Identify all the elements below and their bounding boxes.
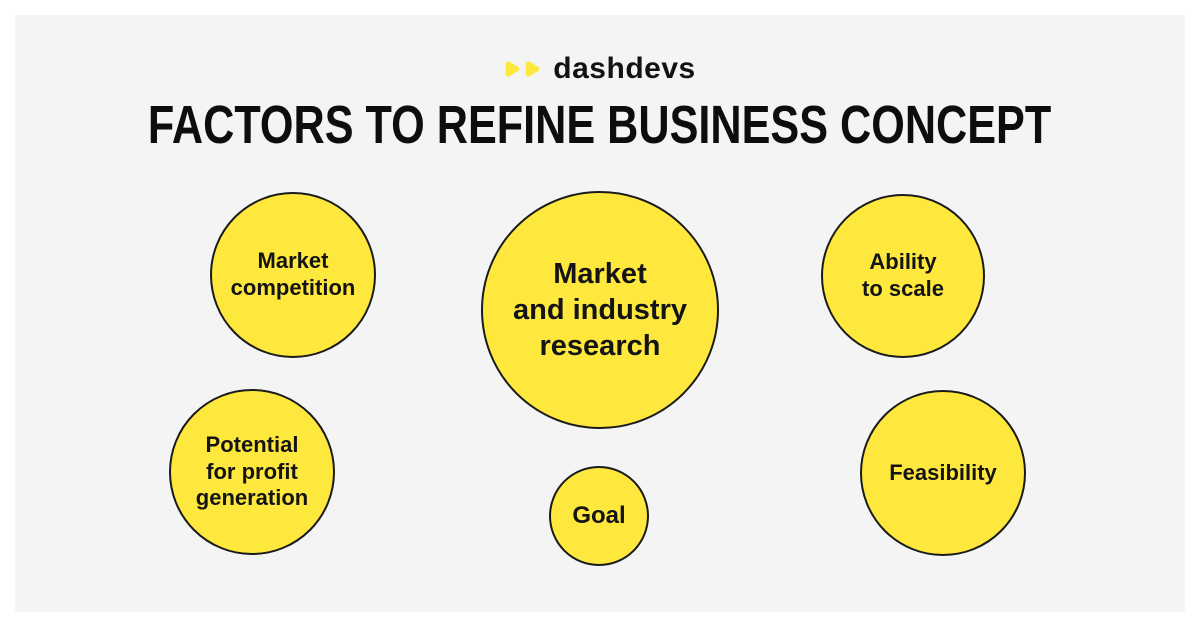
factor-circle-feasibility: Feasibility bbox=[860, 390, 1026, 556]
factor-circle-goal: Goal bbox=[549, 466, 649, 566]
factor-circle-market-competition: Market competition bbox=[210, 192, 376, 358]
play-triangle-icon bbox=[505, 61, 520, 77]
factor-circle-market-and-industry-research: Market and industry research bbox=[481, 191, 719, 429]
title-container: FACTORS TO REFINE BUSINESS CONCEPT bbox=[0, 95, 1200, 155]
brand-logo: dashdevs bbox=[0, 52, 1200, 86]
page-title: FACTORS TO REFINE BUSINESS CONCEPT bbox=[148, 95, 1052, 155]
play-triangle-icon bbox=[525, 61, 540, 77]
factor-circle-ability-to-scale: Ability to scale bbox=[821, 194, 985, 358]
brand-name: dashdevs bbox=[553, 52, 696, 85]
circle-label: Ability to scale bbox=[862, 249, 944, 301]
double-play-icon bbox=[504, 59, 541, 79]
circle-label: Feasibility bbox=[889, 459, 997, 485]
circle-label: Goal bbox=[572, 502, 626, 530]
circle-label: Potential for profit generation bbox=[195, 431, 309, 511]
factor-circle-potential-for-profit-generation: Potential for profit generation bbox=[169, 389, 335, 555]
circle-label: Market and industry research bbox=[512, 257, 687, 363]
circle-label: Market competition bbox=[230, 248, 356, 300]
